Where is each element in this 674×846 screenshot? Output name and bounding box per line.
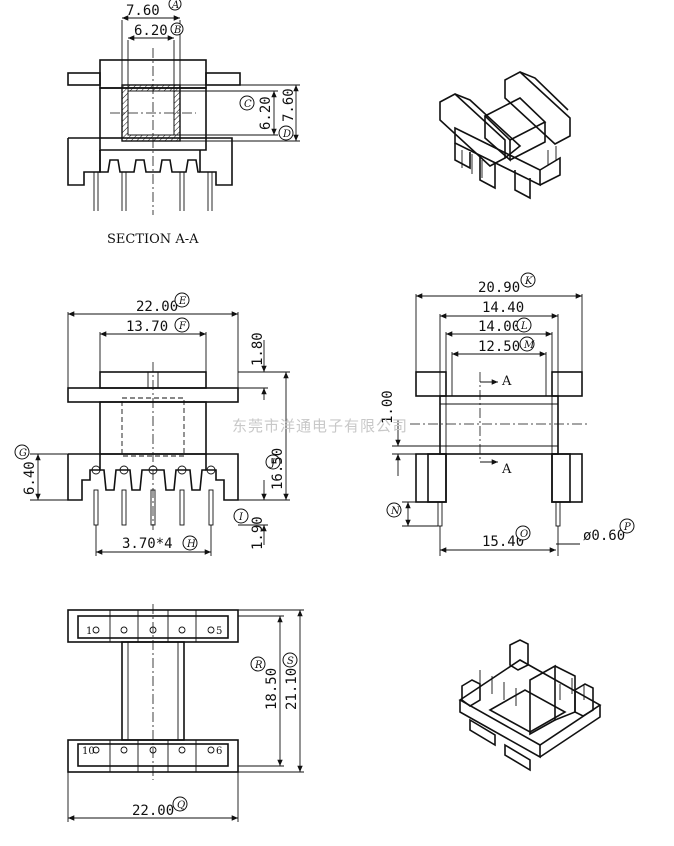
section-mark-top: A	[501, 374, 512, 389]
side-view	[392, 293, 590, 556]
dim-i-label: 1.90	[250, 516, 266, 550]
tag-d: D	[282, 129, 291, 140]
dim-j-label: 16.50	[270, 448, 286, 490]
dim-s-label: 21.10	[284, 668, 300, 710]
section-mark-bottom: A	[501, 462, 512, 477]
front-view	[30, 311, 290, 556]
pin-label-10: 10	[82, 746, 95, 757]
tag-a-circle	[168, 0, 182, 11]
tag-r-circle	[250, 656, 266, 672]
dim-p-label: ø0.60	[583, 528, 625, 544]
pin-label-5: 5	[216, 626, 222, 637]
tag-j: J	[269, 458, 276, 469]
dim-1440-label: 14.40	[482, 300, 524, 316]
tag-m: M	[523, 340, 535, 351]
tag-k: K	[524, 276, 533, 287]
tag-h: H	[186, 539, 196, 550]
company-watermark: 东莞市洋通电子有限公司	[232, 417, 408, 435]
dim-top-label: 1.80	[250, 332, 266, 366]
dim-h-label: 3.70*4	[122, 536, 173, 552]
tag-f: F	[178, 321, 187, 332]
dim-m-label: 12.50	[478, 339, 520, 355]
dim-c-label: 6.20	[258, 96, 274, 130]
dim-o-label: 15.40	[482, 534, 524, 550]
dim-a-label: 7.60	[126, 3, 160, 19]
dim-q-label: 22.00	[132, 803, 174, 819]
bottom-view	[67, 604, 304, 822]
tag-n: N	[390, 506, 401, 517]
tag-q-circle	[172, 796, 188, 812]
tag-b-circle	[170, 22, 184, 36]
pin-label-1: 1	[86, 626, 92, 637]
dim-k-label: 20.90	[478, 280, 520, 296]
tag-l: L	[520, 321, 528, 332]
tag-b: B	[173, 25, 181, 36]
pin-label-6: 6	[216, 746, 222, 757]
isometric-view-bottom	[458, 639, 602, 772]
tag-o: O	[520, 529, 528, 540]
tag-i-circle	[233, 508, 249, 524]
tag-e: E	[178, 296, 187, 307]
dim-g-label: 6.40	[22, 461, 38, 495]
dim-d-label: 7.60	[281, 88, 297, 122]
tag-j-circle	[265, 454, 281, 470]
tag-g: G	[19, 448, 27, 459]
dim-f-label: 13.70	[126, 319, 168, 335]
tag-i: I	[238, 512, 244, 523]
dim-r-label: 18.50	[264, 668, 280, 710]
tag-k-circle	[520, 272, 536, 288]
tag-a: A	[171, 0, 179, 11]
section-a-view	[67, 15, 300, 215]
tag-d-circle	[278, 125, 294, 141]
dim-100-label: 1.00	[380, 390, 396, 424]
tag-f-circle	[174, 317, 190, 333]
tag-p-circle	[619, 518, 635, 534]
dim-l-label: 14.00	[478, 319, 520, 335]
tag-c: C	[244, 99, 252, 110]
tag-r: R	[254, 660, 263, 671]
tag-n-circle	[386, 502, 402, 518]
tag-s-circle	[282, 652, 298, 668]
isometric-view-top	[439, 71, 571, 200]
tag-s: S	[287, 656, 294, 667]
tag-e-circle	[174, 292, 190, 308]
dim-b-label: 6.20	[134, 23, 168, 39]
section-caption: SECTION A-A	[107, 232, 199, 247]
tag-o-circle	[515, 525, 531, 541]
dim-e-label: 22.00	[136, 299, 178, 315]
tag-q: Q	[177, 800, 185, 811]
tag-l-circle	[516, 317, 532, 333]
tag-m-circle	[519, 336, 535, 352]
tag-c-circle	[239, 95, 255, 111]
tag-p: P	[623, 522, 631, 533]
tag-g-circle	[14, 444, 30, 460]
tag-h-circle	[182, 535, 198, 551]
